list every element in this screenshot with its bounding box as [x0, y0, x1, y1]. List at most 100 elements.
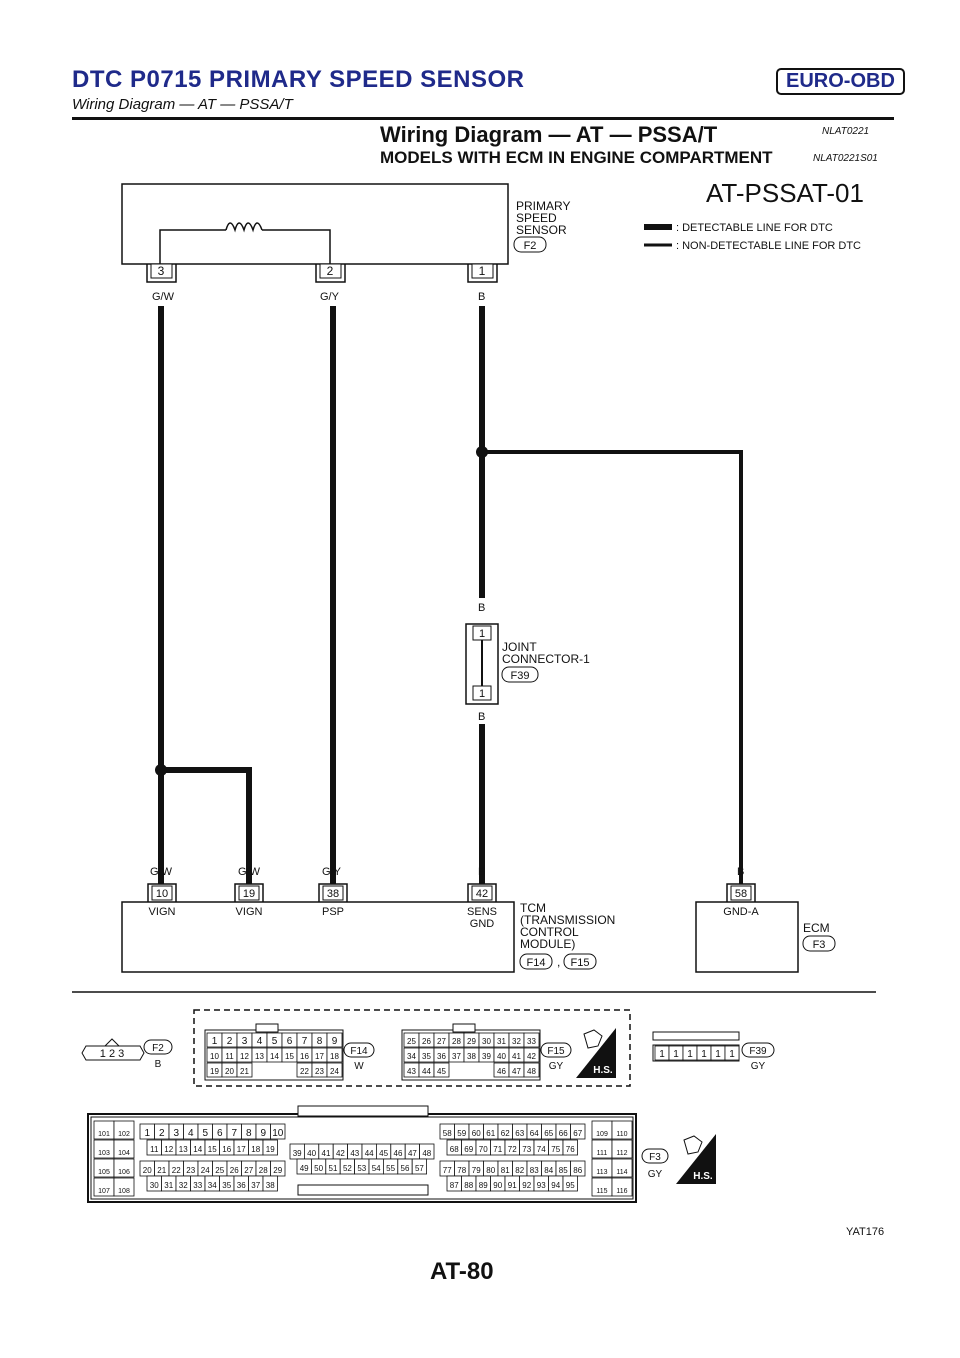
f3-pin-75: 75 [551, 1145, 560, 1154]
f14-pin-22: 22 [300, 1067, 309, 1076]
f14-pin-18-cell [326, 1047, 343, 1063]
f39-pin-1: 1 [729, 1049, 735, 1060]
f3-pin-113: 113 [596, 1169, 607, 1176]
f14-pin-9-cell [326, 1032, 343, 1048]
f3-pin-17: 17 [237, 1145, 246, 1154]
connector-group-frame [193, 1009, 631, 1087]
f3-pin-5: 5 [202, 1128, 208, 1139]
tcm-connector-separator: , [557, 955, 560, 969]
f3-pin-93: 93 [537, 1181, 546, 1190]
ecm-name: ECM [803, 921, 830, 935]
f3-pin-19: 19 [266, 1145, 275, 1154]
f3-pin-62: 62 [501, 1129, 510, 1138]
f14-pin-3: 3 [242, 1036, 248, 1047]
wire-b-ecm [482, 450, 743, 884]
f3-pin-115: 115 [596, 1188, 607, 1195]
hs-icon-2: H.S. [676, 1134, 716, 1184]
f3-pin-67: 67 [573, 1129, 582, 1138]
ecm-box [695, 901, 799, 973]
tcm-connector-2: F15 [571, 957, 590, 969]
f3-pin-14: 14 [193, 1145, 202, 1154]
f14-view-color: W [354, 1061, 364, 1072]
f15-pin-33: 33 [527, 1037, 536, 1046]
f3-pin-41: 41 [322, 1149, 331, 1158]
tcm-pin-38: 38 [318, 883, 348, 902]
f3-pin-21: 21 [157, 1166, 166, 1175]
f3-pin-110: 110 [616, 1131, 627, 1138]
f3-pin-116: 116 [616, 1188, 627, 1195]
f39-pin-1-cell [724, 1045, 740, 1061]
tcm-name-3: CONTROL [520, 925, 579, 939]
tcm-wire-1: G/W [150, 866, 173, 878]
coil-wire-right [262, 229, 331, 266]
legend-detectable-text: : DETECTABLE LINE FOR DTC [676, 222, 833, 234]
tcm-wire-3: G/Y [322, 866, 342, 878]
f3-pin-108: 108 [118, 1188, 130, 1195]
tcm-pin-19-func: VIGN [236, 906, 263, 918]
section-subtitle: MODELS WITH ECM IN ENGINE COMPARTMENT [380, 148, 773, 167]
f3-pin-95: 95 [566, 1181, 575, 1190]
joint-pin-bottom [472, 685, 492, 701]
f3-pin-38: 38 [266, 1181, 275, 1190]
f15-pin-25: 25 [407, 1037, 416, 1046]
hs-text-2: H.S. [693, 1171, 713, 1182]
f3-pin-83: 83 [530, 1166, 539, 1175]
f3-pin-59: 59 [457, 1129, 466, 1138]
f3-pin-22: 22 [172, 1166, 181, 1175]
ecm-pin-58-func: GND-A [723, 906, 759, 918]
sensor-name-1: PRIMARY [516, 199, 570, 213]
f15-view-color: GY [549, 1061, 564, 1072]
splice-b [476, 446, 488, 458]
sensor-pin-3: 3 [146, 263, 177, 283]
f14-pin-11: 11 [225, 1052, 234, 1061]
f3-pin-40: 40 [307, 1149, 316, 1158]
sensor-connector-id: F2 [524, 240, 537, 252]
f14-pin-17: 17 [315, 1052, 324, 1061]
f3-pin-102-cell [113, 1120, 135, 1140]
f3-pin-24: 24 [201, 1166, 210, 1175]
tcm-pin-38-label: 38 [327, 888, 339, 900]
f14-pin-6: 6 [287, 1036, 293, 1047]
f3-pin-104-cell [113, 1139, 135, 1159]
wire-color-gw-top: G/W [152, 291, 175, 303]
joint-wire-bottom: B [478, 711, 485, 723]
f3-pin-106-cell [113, 1158, 135, 1178]
f14-pin-10: 10 [210, 1052, 219, 1061]
f3-pin-54: 54 [372, 1164, 381, 1173]
f14-pin-19: 19 [210, 1067, 219, 1076]
tcm-pin-19: 19 [234, 883, 264, 902]
f2-pins: 1 2 3 [100, 1048, 124, 1060]
header-rule [72, 117, 894, 120]
f3-pin-60: 60 [472, 1129, 481, 1138]
hs-icon-1: H.S. [576, 1028, 616, 1078]
f3-pin-42: 42 [336, 1149, 345, 1158]
page-header-subtitle: Wiring Diagram — AT — PSSA/T [72, 96, 293, 113]
f3-pin-63: 63 [515, 1129, 524, 1138]
euro-obd-badge: EURO-OBD [776, 68, 905, 95]
tcm-pin-10-func: VIGN [149, 906, 176, 918]
f15-pin-48: 48 [527, 1067, 536, 1076]
section-title: Wiring Diagram — AT — PSSA/T [380, 122, 718, 147]
f3-pin-86: 86 [573, 1166, 582, 1175]
wire-color-b-top: B [478, 291, 485, 303]
joint-name-2: CONNECTOR-1 [502, 652, 590, 666]
f3-pin-36: 36 [237, 1181, 246, 1190]
f3-pin-78: 78 [457, 1166, 466, 1175]
f15-pin-32: 32 [512, 1037, 521, 1046]
f15-pin-43: 43 [407, 1067, 416, 1076]
tcm-connector-1: F14 [527, 957, 546, 969]
f39-pin-1: 1 [701, 1049, 707, 1060]
f3-pin-114-cell [611, 1158, 633, 1178]
f3-pin-16: 16 [222, 1145, 231, 1154]
f15-pin-28: 28 [452, 1037, 461, 1046]
f14-pin-15: 15 [285, 1052, 294, 1061]
f15-pin-46: 46 [497, 1067, 506, 1076]
f15-pin-41: 41 [512, 1052, 521, 1061]
hs-text-1: H.S. [593, 1065, 613, 1076]
f3-view-color: GY [648, 1169, 663, 1180]
ecm-wire: B [737, 866, 744, 878]
f14-pin-8: 8 [317, 1036, 323, 1047]
